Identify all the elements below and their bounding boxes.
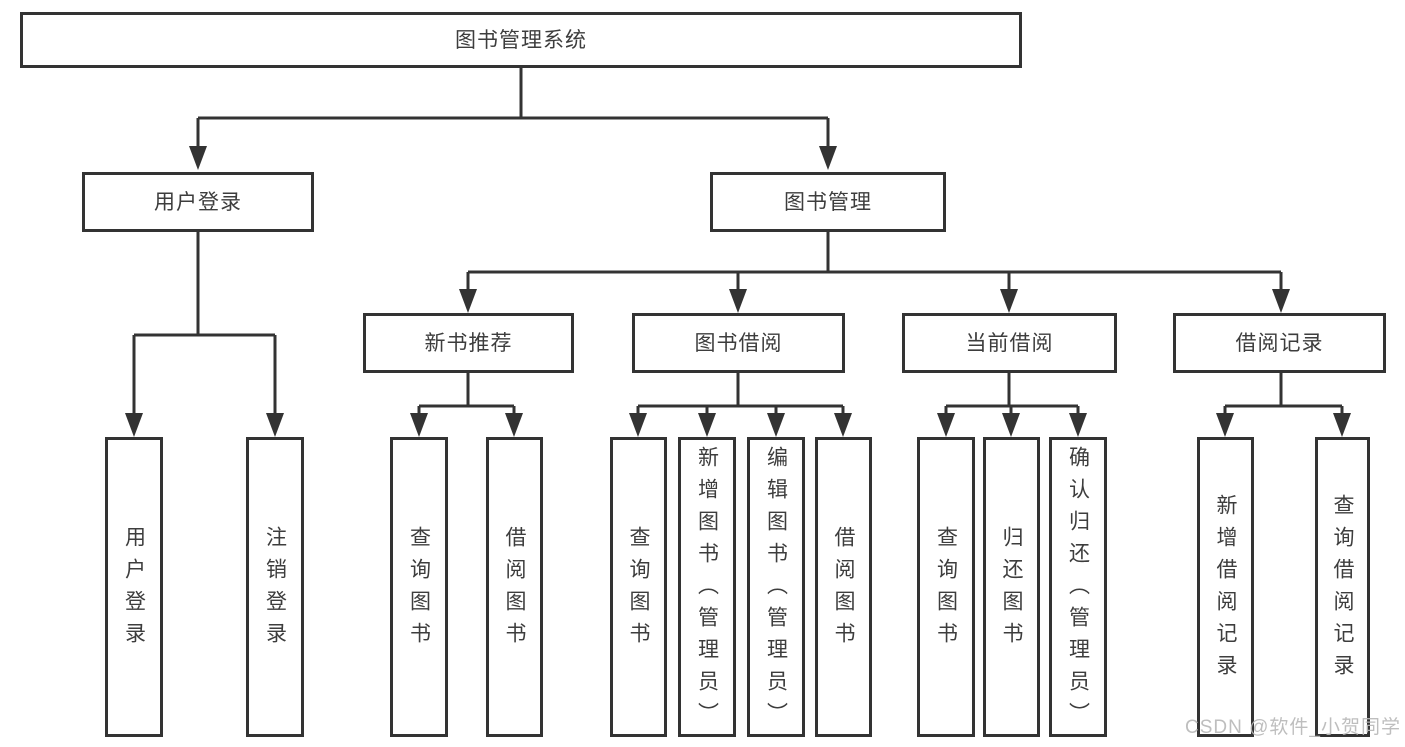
node-new-book-recommendation: 新书推荐 xyxy=(363,313,574,373)
leaf-query-books-recommend: 查询图书 xyxy=(390,437,448,737)
node-current-borrowing: 当前借阅 xyxy=(902,313,1117,373)
leaf-borrow-books: 借阅图书 xyxy=(815,437,872,737)
leaf-logout: 注销登录 xyxy=(246,437,304,737)
csdn-watermark: CSDN @软件_小贺同学 xyxy=(1185,717,1401,738)
leaf-query-books-current: 查询图书 xyxy=(917,437,975,737)
node-book-borrowing: 图书借阅 xyxy=(632,313,845,373)
leaf-confirm-return-admin: 确认归还（管理员） xyxy=(1049,437,1107,737)
leaf-user-login: 用户登录 xyxy=(105,437,163,737)
leaf-query-books-borrow: 查询图书 xyxy=(610,437,667,737)
node-user-login-branch: 用户登录 xyxy=(82,172,314,232)
node-borrowing-records: 借阅记录 xyxy=(1173,313,1386,373)
leaf-borrow-books-recommend: 借阅图书 xyxy=(486,437,543,737)
node-book-management-branch: 图书管理 xyxy=(710,172,946,232)
leaf-add-borrow-record: 新增借阅记录 xyxy=(1197,437,1254,737)
leaf-add-books-admin: 新增图书（管理员） xyxy=(678,437,736,737)
leaf-return-books: 归还图书 xyxy=(983,437,1040,737)
leaf-query-borrow-record: 查询借阅记录 xyxy=(1315,437,1370,737)
node-library-management-system: 图书管理系统 xyxy=(20,12,1022,68)
leaf-edit-books-admin: 编辑图书（管理员） xyxy=(747,437,805,737)
